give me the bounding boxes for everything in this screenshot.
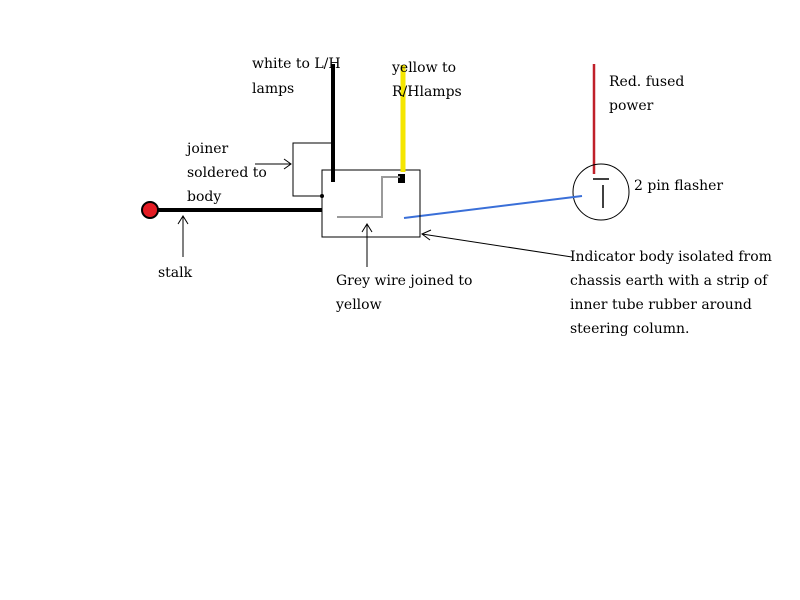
joiner-bracket	[292, 142, 333, 197]
indicator-body-box	[321, 169, 421, 238]
white-wire-label-line: white to L/H	[252, 56, 341, 72]
indicator-note: Indicator body isolated from chassis ear…	[570, 249, 776, 337]
indicator-note-line: inner tube rubber around	[570, 297, 752, 313]
joiner-label-line: body	[187, 189, 221, 205]
indicator-note-line: steering column.	[570, 321, 690, 337]
joiner-label: joiner soldered to body	[185, 141, 271, 205]
grey-wire-label-line: Grey wire joined to	[336, 273, 472, 289]
arrow-grey-wire	[361, 223, 373, 267]
flasher-label: 2 pin flasher	[634, 178, 723, 194]
yellow-wire-label-line: R/Hlamps	[392, 84, 462, 100]
stalk-label: stalk	[158, 265, 193, 281]
joiner-label-line: soldered to	[187, 165, 267, 181]
grey-wire-label: Grey wire joined to yellow	[335, 273, 477, 313]
yellow-wire-label-line: yellow to	[391, 60, 456, 76]
grey-wire	[337, 176, 400, 218]
arrow-joiner	[255, 158, 292, 170]
flasher-circle	[572, 163, 630, 221]
yellow-wire-terminal	[398, 174, 405, 183]
joiner-label-line: joiner	[185, 141, 229, 157]
white-wire-label-line: lamps	[252, 81, 294, 97]
blue-wire	[403, 195, 583, 219]
grey-wire-label-line: yellow	[335, 297, 382, 313]
indicator-note-line: Indicator body isolated from	[570, 249, 772, 265]
arrow-stalk	[177, 215, 189, 257]
red-power-label: Red. fused power	[609, 74, 689, 114]
joiner-solder-dot	[320, 194, 324, 198]
red-power-label-line: power	[609, 98, 654, 114]
yellow-wire-label: yellow to R/Hlamps	[391, 60, 462, 100]
stalk-knob	[141, 201, 159, 219]
red-power-label-line: Red. fused	[609, 74, 684, 90]
indicator-note-line: chassis earth with a strip of	[570, 273, 769, 289]
arrow-indicator-body	[421, 229, 573, 258]
white-wire-label: white to L/H lamps	[252, 56, 345, 97]
